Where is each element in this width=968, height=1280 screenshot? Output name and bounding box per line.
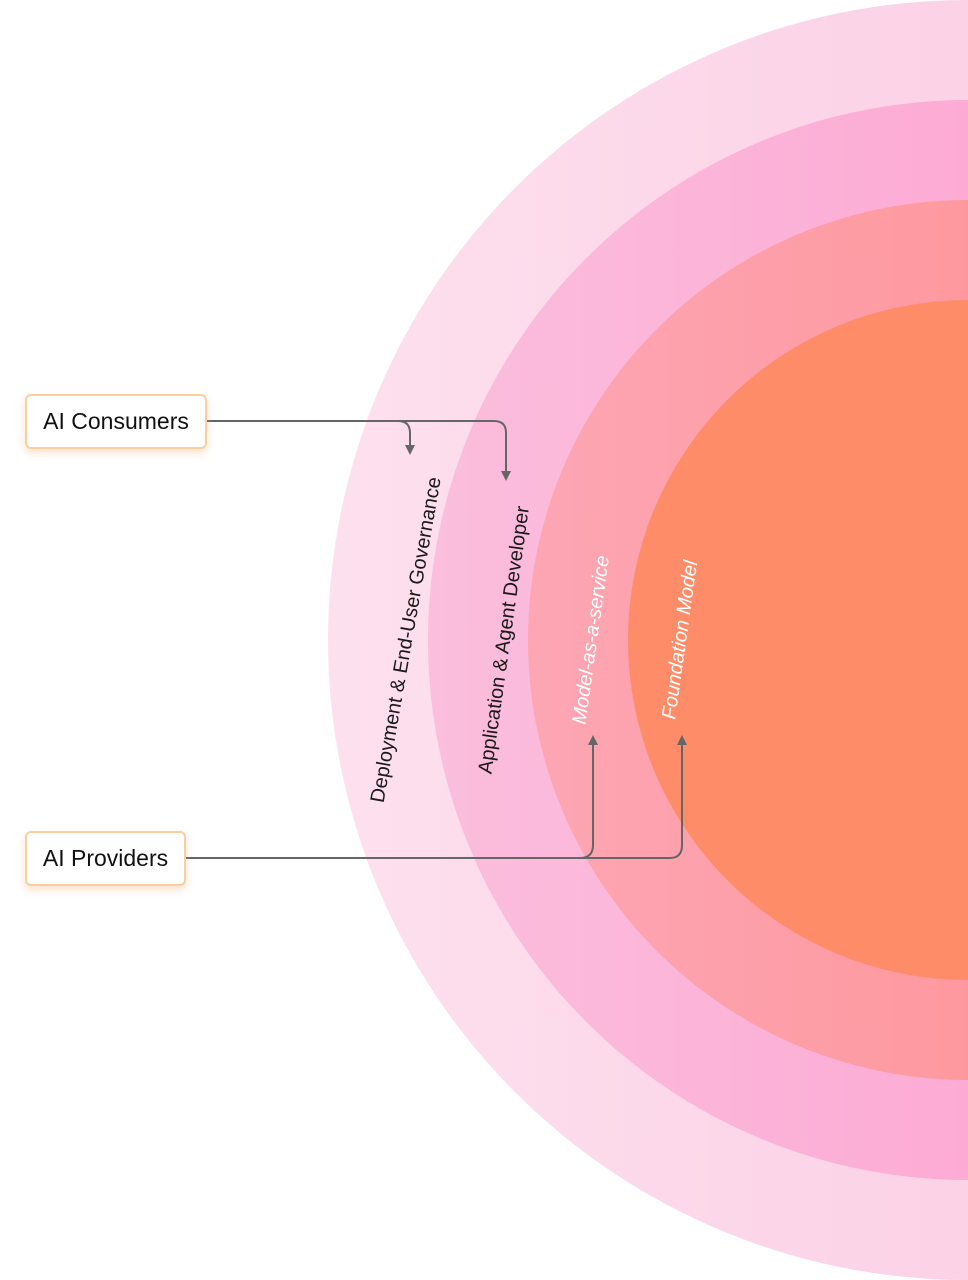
ai-consumers-box: AI Consumers bbox=[25, 394, 207, 449]
connector-consumers-application bbox=[398, 420, 511, 481]
ai-providers-box: AI Providers bbox=[25, 831, 186, 886]
ring-foundation-core bbox=[628, 300, 968, 980]
connector-providers-foundation bbox=[580, 735, 687, 859]
ai-consumers-label: AI Consumers bbox=[43, 408, 189, 434]
ai-providers-label: AI Providers bbox=[42, 845, 169, 871]
